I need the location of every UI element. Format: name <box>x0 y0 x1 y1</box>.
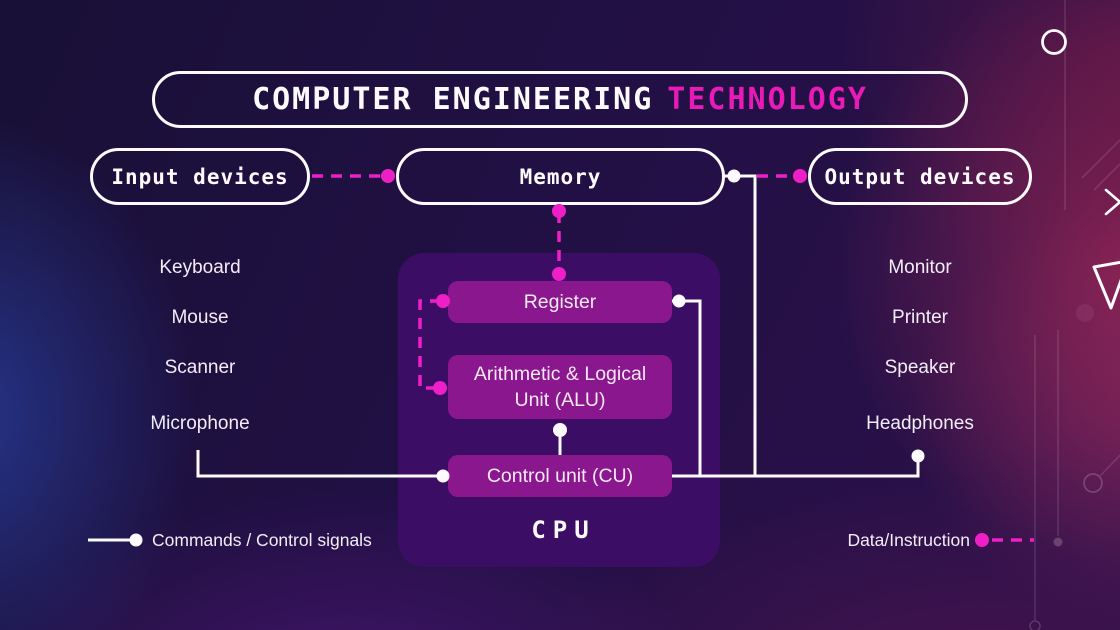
cpu-control-unit-label: Control unit (CU) <box>486 465 634 487</box>
node-output-devices: Output devices <box>808 148 1032 205</box>
decor-triangle-icon <box>1092 260 1120 310</box>
node-memory-label: Memory <box>519 164 602 189</box>
decor-circle-icon <box>1041 29 1067 55</box>
decor-glow-dot <box>1076 304 1094 322</box>
cpu-alu-label: Arithmetic & Logical Unit (ALU) <box>473 363 647 411</box>
title-banner: COMPUTER ENGINEERING TECHNOLOGY <box>152 71 968 128</box>
cpu-title: CPU <box>531 516 596 544</box>
node-output-devices-label: Output devices <box>824 164 1016 189</box>
output-device-speaker: Speaker <box>884 357 956 378</box>
title-accent: TECHNOLOGY <box>667 82 868 117</box>
cpu-control-unit-box: Control unit (CU) <box>448 455 672 497</box>
decor-node-circle <box>1029 620 1041 630</box>
input-device-microphone: Microphone <box>150 413 250 434</box>
decor-node-ring <box>1083 473 1103 493</box>
decor-chevron-icon <box>1104 188 1120 216</box>
legend-commands-dot <box>129 533 143 547</box>
dot-memory-right <box>727 169 741 183</box>
dot-arrow-output <box>793 169 807 183</box>
output-device-monitor: Monitor <box>888 257 952 278</box>
legend-commands-label: Commands / Control signals <box>152 530 372 550</box>
output-device-printer: Printer <box>892 307 948 328</box>
decor-trace-5 <box>1081 139 1120 179</box>
output-device-headphones: Headphones <box>866 413 974 434</box>
input-device-keyboard: Keyboard <box>159 257 241 278</box>
dot-arrow-memory <box>381 169 395 183</box>
decor-trace-4 <box>1099 454 1120 477</box>
input-device-scanner: Scanner <box>164 357 236 378</box>
legend-data-label: Data/Instruction <box>847 530 970 550</box>
legend-data-dot <box>975 533 989 547</box>
input-device-mouse: Mouse <box>171 307 229 328</box>
cpu-register-box: Register <box>448 281 672 323</box>
line-memory-to-bus <box>725 174 757 476</box>
decor-node-dot <box>1053 537 1063 547</box>
node-input-devices: Input devices <box>90 148 310 205</box>
decor-trace-6 <box>1093 163 1120 191</box>
dot-memory-bottom <box>552 204 566 218</box>
cpu-alu-box: Arithmetic & Logical Unit (ALU) <box>448 355 672 419</box>
cpu-register-label: Register <box>523 291 597 313</box>
decor-circuit-traces <box>1034 0 1120 620</box>
title-main: COMPUTER ENGINEERING <box>252 82 654 117</box>
node-input-devices-label: Input devices <box>111 164 289 189</box>
node-memory: Memory <box>396 148 725 205</box>
dot-headphones <box>911 449 925 463</box>
